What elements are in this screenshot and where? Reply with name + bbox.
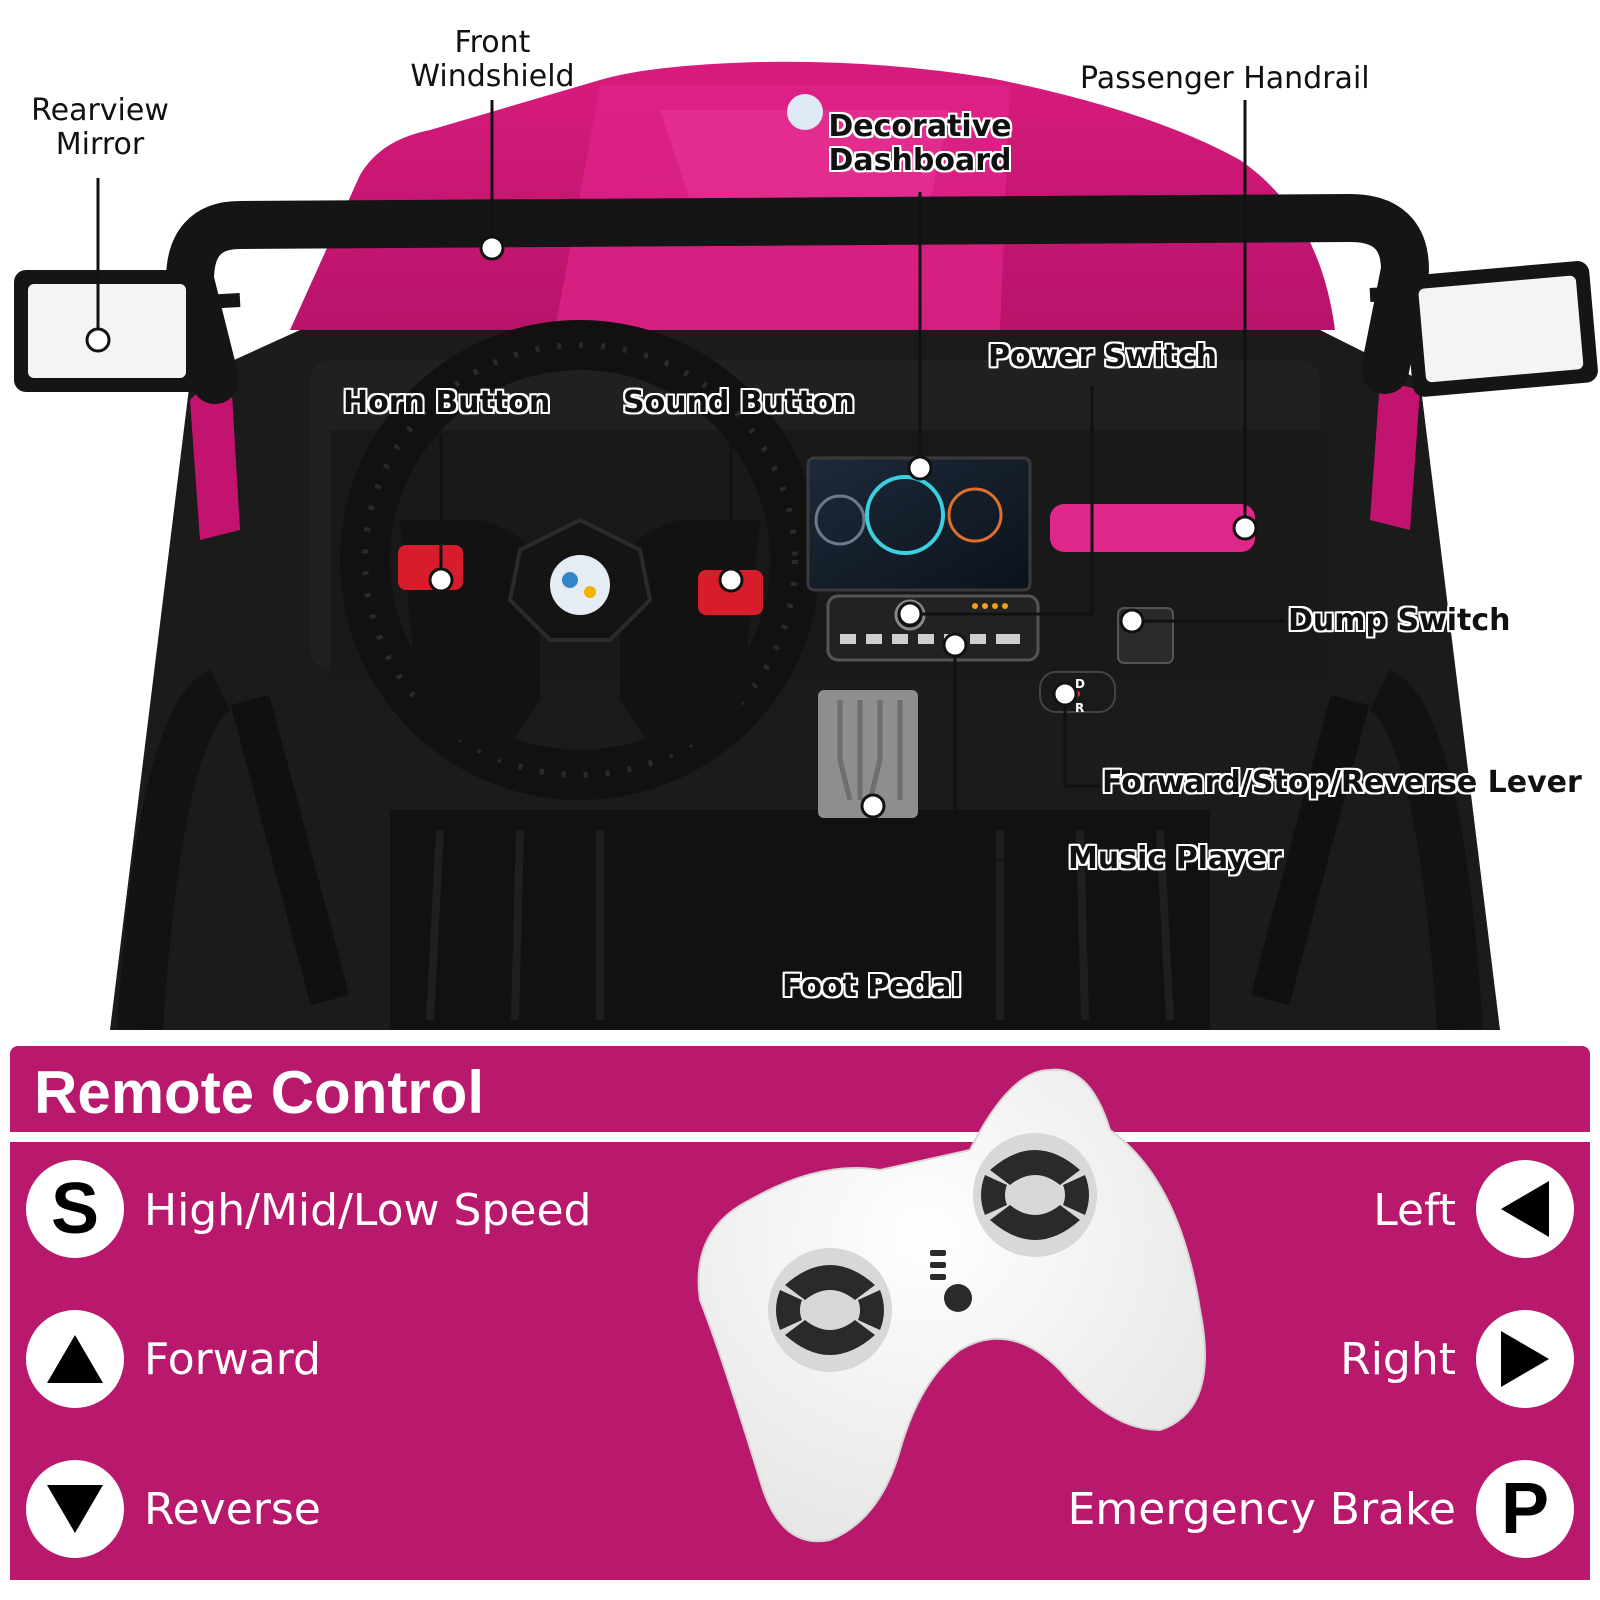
park-p-icon: P: [1476, 1460, 1574, 1558]
left-label: Left: [1373, 1185, 1456, 1236]
front-windshield-line2: Windshield: [410, 59, 575, 94]
right-dpad: [973, 1133, 1097, 1257]
right-label: Right: [1340, 1334, 1456, 1385]
reverse-label: Reverse: [144, 1484, 321, 1535]
right-mirror: [1403, 261, 1598, 397]
passenger-handrail-shape: [1050, 504, 1255, 552]
foot-pedal-label: Foot Pedal: [782, 969, 962, 1004]
remote-control-header: [10, 1046, 1590, 1132]
forward-stop-reverse-lever-label: Forward/Stop/Reverse Lever: [1102, 765, 1582, 800]
left-mirror: [14, 270, 200, 392]
gear-letter-d: D: [1075, 677, 1085, 691]
controller-indicators: [930, 1250, 972, 1312]
decorative-dashboard-label: Decorative Dashboard: [820, 110, 1020, 178]
front-windshield-label: Front Windshield: [395, 26, 590, 94]
speed-s-letter: S: [50, 1169, 100, 1249]
sound-button-label: Sound Button: [623, 385, 855, 420]
foot-pedal-shape: [818, 690, 918, 818]
car-cockpit-photo: D P R: [14, 61, 1598, 1030]
hood-logo: [787, 94, 823, 130]
speed-s-icon: S: [26, 1160, 124, 1258]
rearview-mirror-line1: Rearview: [31, 93, 169, 128]
music-player-label: Music Player: [1068, 841, 1282, 876]
left-dpad: [768, 1248, 892, 1372]
down-triangle-icon: [26, 1460, 124, 1558]
right-triangle-icon: [1476, 1310, 1574, 1408]
power-switch-label: Power Switch: [988, 339, 1217, 374]
gear-letter-r: R: [1075, 701, 1084, 715]
rearview-mirror-line2: Mirror: [55, 127, 145, 162]
forward-label: Forward: [144, 1334, 321, 1385]
emergency-brake-label: Emergency Brake: [1067, 1484, 1456, 1535]
remote-control-title: Remote Control: [34, 1059, 484, 1126]
front-windshield-frame: [166, 194, 1429, 404]
speed-label: High/Mid/Low Speed: [144, 1185, 592, 1236]
music-player-shape: [826, 594, 1040, 662]
remote-controller-image: [697, 1068, 1206, 1543]
up-triangle-icon: [26, 1310, 124, 1408]
gear-lever-shape: D P R: [1039, 671, 1116, 715]
left-triangle-icon: [1476, 1160, 1574, 1258]
park-p-letter: P: [1500, 1469, 1550, 1549]
rearview-mirror-label: Rearview Mirror: [20, 94, 180, 162]
decorative-dashboard-line1: Decorative: [828, 109, 1012, 144]
sound-button-shape: [698, 570, 763, 615]
horn-button-label: Horn Button: [343, 385, 551, 420]
dump-switch-label: Dump Switch: [1288, 603, 1511, 638]
decorative-dashboard-line2: Dashboard: [828, 143, 1012, 178]
front-windshield-line1: Front: [454, 25, 531, 60]
passenger-handrail-label: Passenger Handrail: [1080, 61, 1370, 96]
